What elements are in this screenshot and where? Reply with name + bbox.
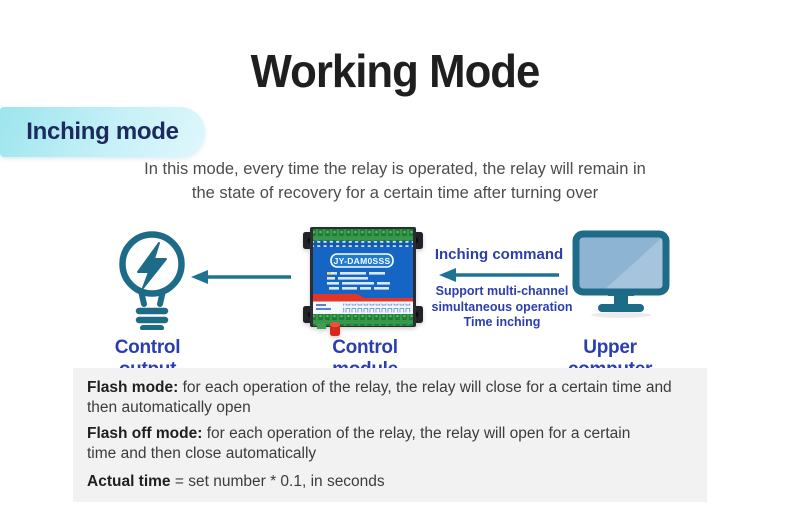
intro-text: In this mode, every time the relay is op… (0, 157, 790, 205)
support-note-line-1: Support multi-channel (435, 284, 569, 298)
intro-line-2: the state of recovery for a certain time… (191, 184, 599, 202)
mode-description-box: Flash mode: for each operation of the re… (73, 368, 707, 502)
flash-mode-entry: Flash mode: for each operation of the re… (87, 378, 691, 417)
flash-off-mode-entry: Flash off mode: for each operation of th… (87, 424, 643, 463)
monitor-icon (572, 230, 670, 318)
lightning-bulb-icon (119, 231, 185, 330)
support-note-line-2: simultaneous operation (431, 299, 573, 314)
flash-off-mode-term: Flash off mode: (87, 425, 203, 442)
relay-module-image: JY-DAM0SSS (303, 227, 423, 336)
intro-line-1: In this mode, every time the relay is op… (144, 160, 646, 178)
flash-off-mode-text: for each operation of the relay, the rel… (87, 425, 631, 462)
module-model-label: JY-DAM0SSS (334, 256, 391, 266)
support-note-line-3: Time inching (463, 315, 541, 329)
mode-badge-label: Inching mode (26, 118, 179, 145)
support-note: Support multi-channel simultaneous opera… (428, 284, 576, 331)
mode-badge: Inching mode (0, 107, 205, 157)
flash-mode-text: for each operation of the relay, the rel… (87, 379, 672, 416)
flash-mode-term: Flash mode: (87, 379, 179, 396)
right-section-arrow-icon (439, 268, 559, 282)
left-arrow-icon (191, 270, 291, 284)
inching-command-label: Inching command (434, 246, 564, 263)
actual-time-entry: Actual time = set number * 0.1, in secon… (87, 472, 693, 492)
page-title: Working Mode (250, 45, 541, 97)
actual-time-term: Actual time (87, 473, 171, 490)
actual-time-text: = set number * 0.1, in seconds (170, 473, 385, 490)
